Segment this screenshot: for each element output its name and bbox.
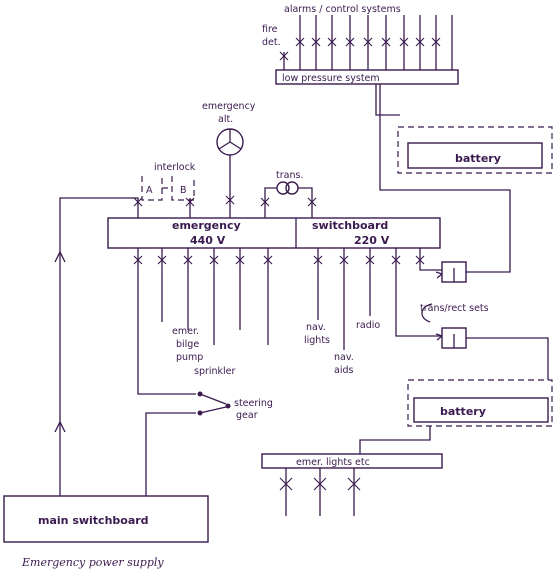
main-feed-wire [59, 197, 139, 496]
trans-label: trans. [276, 170, 303, 181]
emergency-alt-label-1: emergency [202, 101, 256, 112]
trans-wire-right [298, 187, 313, 218]
steering-label: steering [234, 398, 273, 409]
feed-arrow-lower [54, 420, 66, 433]
emer-lights-feeders [279, 468, 361, 516]
steering-gear-switch [197, 391, 231, 416]
battery-bottom-label: battery [440, 405, 486, 418]
interlock-a-label: A [146, 185, 153, 196]
emer-label: emer. [172, 326, 199, 337]
breakers-440v [133, 255, 273, 265]
trans-to-bottom-battery-wire [466, 337, 549, 380]
feed-arrow-upper [54, 250, 66, 263]
fire-label: fire [262, 24, 278, 35]
switchboard-emergency-label: emergency [172, 219, 241, 232]
trans-rect-label: trans/rect sets [420, 303, 489, 314]
emer-lights-label: emer. lights etc [296, 457, 370, 468]
emergency-switchboard-box [107, 217, 441, 249]
switchboard-label: switchboard [312, 219, 388, 232]
gear-label: gear [236, 410, 258, 421]
alarm-breakers [279, 37, 441, 61]
trans-breaker-right [307, 197, 317, 207]
v440-label: 440 V [190, 234, 226, 247]
emergency-alt-label-2: alt. [218, 114, 233, 125]
trans-rect-pointer [421, 303, 433, 323]
alt-breaker [225, 195, 235, 205]
trans-rect-upper-arrow [435, 271, 443, 279]
battery-bottom-enclosure [407, 379, 553, 427]
emergency-alternator-symbol [216, 128, 244, 156]
trans-to-top-battery-wire [379, 84, 511, 273]
battery-to-emer-lights-wire [359, 426, 431, 454]
nav-label-2: nav. [334, 352, 354, 363]
feeders-220v [317, 248, 442, 350]
radio-label: radio [356, 320, 380, 331]
battery-bottom-box [413, 397, 549, 423]
breakers-220v [313, 255, 425, 265]
det-label: det. [262, 37, 281, 48]
battery-top-enclosure [397, 126, 553, 174]
transformer-symbol [276, 181, 299, 195]
trans-wire-left [264, 187, 277, 218]
diagram-caption: Emergency power supply [21, 556, 164, 569]
battery-top-label: battery [455, 152, 501, 165]
trans-rect-lower-arrow [435, 333, 443, 341]
low-pressure-system-label: low pressure system [282, 73, 380, 84]
interlock-b-frame [171, 176, 195, 201]
bilge-label: bilge [176, 339, 199, 350]
battery-top-box [407, 142, 543, 169]
emer-lights-box [261, 453, 443, 469]
lights-label: lights [304, 335, 330, 346]
trans-breaker-left [260, 197, 270, 207]
nav-label-1: nav. [306, 322, 326, 333]
main-switchboard-label: main switchboard [38, 514, 149, 527]
pump-label: pump [176, 352, 203, 363]
feeders-440v [137, 248, 269, 395]
main-switchboard-box [3, 495, 209, 543]
v220-label: 220 V [354, 234, 390, 247]
alarms-label: alarms / control systems [284, 4, 401, 15]
lps-to-battery-wire [375, 84, 400, 116]
interlock-label: interlock [154, 162, 196, 173]
steering-to-main-wire [145, 412, 196, 496]
aids-label: aids [334, 365, 353, 376]
low-pressure-system-box [275, 69, 459, 85]
sprinkler-label: sprinkler [194, 366, 236, 377]
interlock-b-label: B [180, 185, 187, 196]
